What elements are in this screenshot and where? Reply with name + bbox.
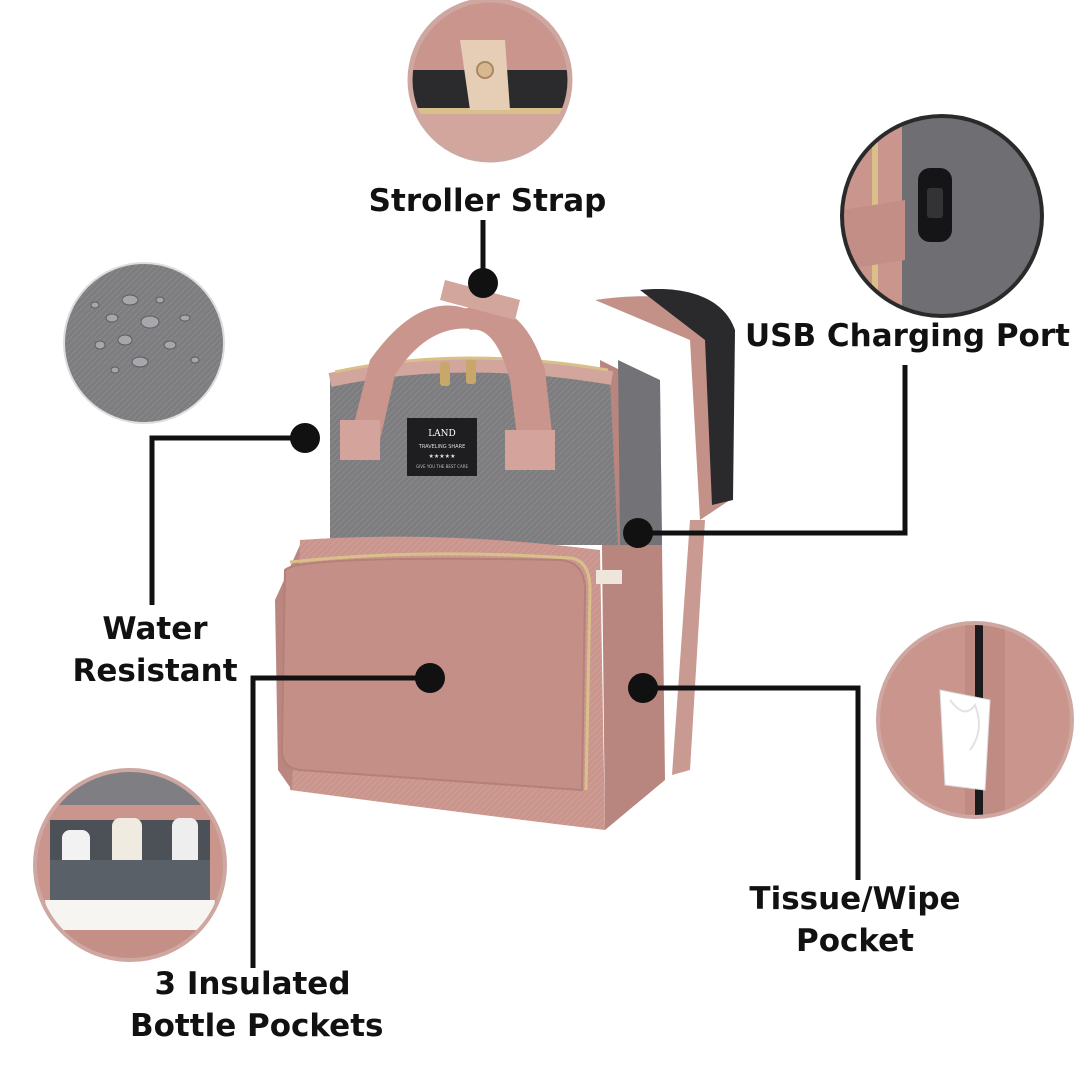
usb-charging-port-text: USB Charging Port bbox=[745, 318, 1070, 354]
stroller-strap-text: Stroller Strap bbox=[368, 183, 607, 219]
leader-lines bbox=[149, 220, 908, 968]
callout-dot-tissue bbox=[628, 673, 658, 703]
water-resistant-inset bbox=[63, 262, 225, 424]
shoulder-strap-padding bbox=[640, 289, 735, 505]
leader-usb bbox=[638, 365, 908, 536]
tissue-wipe-line1: Tissue/Wipe bbox=[749, 881, 961, 917]
leader-water bbox=[149, 435, 305, 605]
zipper-pull bbox=[466, 360, 476, 384]
inset-ring bbox=[63, 262, 225, 424]
handle-tab bbox=[340, 420, 380, 460]
tissue-wipe-line2: Pocket bbox=[795, 923, 915, 959]
top-handle-left bbox=[350, 305, 480, 440]
inset-ring bbox=[840, 114, 1044, 318]
bag-side-grey bbox=[618, 360, 662, 545]
stroller-strap-top bbox=[440, 280, 520, 320]
brand-patch-tagline: GIVE YOU THE BEST CARE bbox=[416, 464, 468, 469]
usb-port-inset bbox=[840, 114, 1044, 318]
brand-patch bbox=[407, 418, 477, 476]
zipper-pull bbox=[440, 362, 450, 386]
shoulder-strap bbox=[595, 296, 735, 520]
water-resistant-line2: Resistant bbox=[72, 653, 238, 689]
bottle-pockets-inset bbox=[33, 768, 227, 962]
inset-ring bbox=[407, 0, 573, 163]
water-resistant-label: Water Resistant bbox=[65, 608, 245, 692]
brand-patch-subtitle: TRAVELING SHARE bbox=[418, 444, 465, 450]
top-trim bbox=[328, 358, 614, 387]
tissue-pocket-inset bbox=[876, 621, 1074, 819]
top-zipper bbox=[334, 356, 609, 374]
bottle-pockets-line1: 3 Insulated bbox=[154, 966, 351, 1002]
callout-dots bbox=[290, 268, 658, 703]
top-handle-right bbox=[460, 306, 555, 460]
inset-ring bbox=[33, 768, 227, 962]
callout-dot-bottle bbox=[415, 663, 445, 693]
front-pocket-zipper bbox=[289, 552, 592, 791]
water-resistant-line1: Water bbox=[102, 611, 208, 647]
side-elastic-tab bbox=[596, 570, 622, 584]
stroller-strap-inset bbox=[407, 0, 573, 163]
strap-tail bbox=[672, 520, 705, 775]
inset-ring bbox=[876, 621, 1074, 819]
callout-dot-usb bbox=[623, 518, 653, 548]
stroller-strap-label: Stroller Strap bbox=[360, 180, 615, 222]
usb-charging-port-label: USB Charging Port bbox=[745, 315, 1070, 357]
callout-dot-water bbox=[290, 423, 320, 453]
brand-patch-title: LAND bbox=[428, 429, 456, 439]
tissue-wipe-pocket-label: Tissue/Wipe Pocket bbox=[735, 878, 975, 962]
handle-tab bbox=[505, 430, 555, 470]
brand-patch-stars: ★★★★★ bbox=[429, 453, 456, 460]
leader-bottle bbox=[250, 675, 430, 968]
callout-dot-stroller bbox=[468, 268, 498, 298]
leader-tissue bbox=[643, 685, 861, 880]
bottle-pockets-label: 3 Insulated Bottle Pockets bbox=[130, 963, 384, 1047]
backpack-illustration: LAND TRAVELING SHARE ★★★★★ GIVE YOU THE … bbox=[275, 280, 735, 830]
bottle-pockets-line2: Bottle Pockets bbox=[130, 1008, 384, 1044]
